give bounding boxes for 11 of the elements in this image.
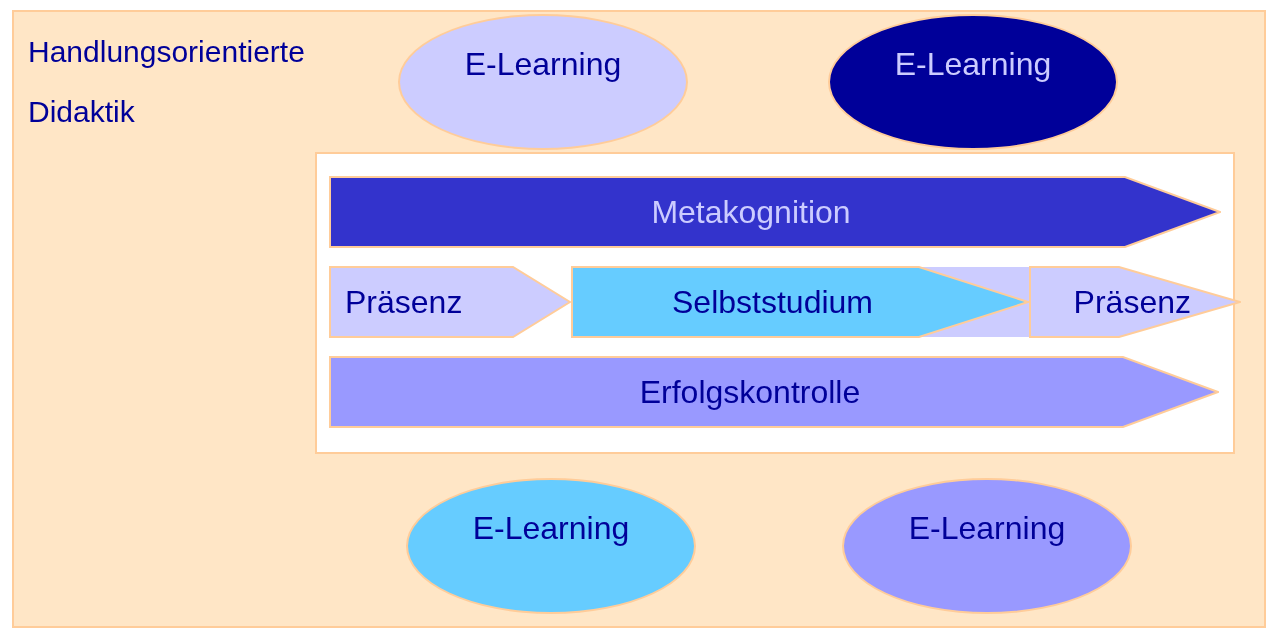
band-background <box>12 10 1266 628</box>
arrow-shape: Erfolgskontrolle <box>329 356 1219 428</box>
ellipse: E-Learning <box>406 478 696 614</box>
arrow-shape: Metakognition <box>329 176 1221 248</box>
arrow-shape: Präsenz <box>329 266 571 338</box>
arrow-shape: Präsenz <box>1029 266 1241 338</box>
ellipse: E-Learning <box>828 14 1118 150</box>
heading: Handlungsorientierte Didaktik <box>28 34 306 130</box>
ellipse: E-Learning <box>398 14 688 150</box>
arrow-shape: Selbststudium <box>571 266 1029 338</box>
ellipse: E-Learning <box>842 478 1132 614</box>
